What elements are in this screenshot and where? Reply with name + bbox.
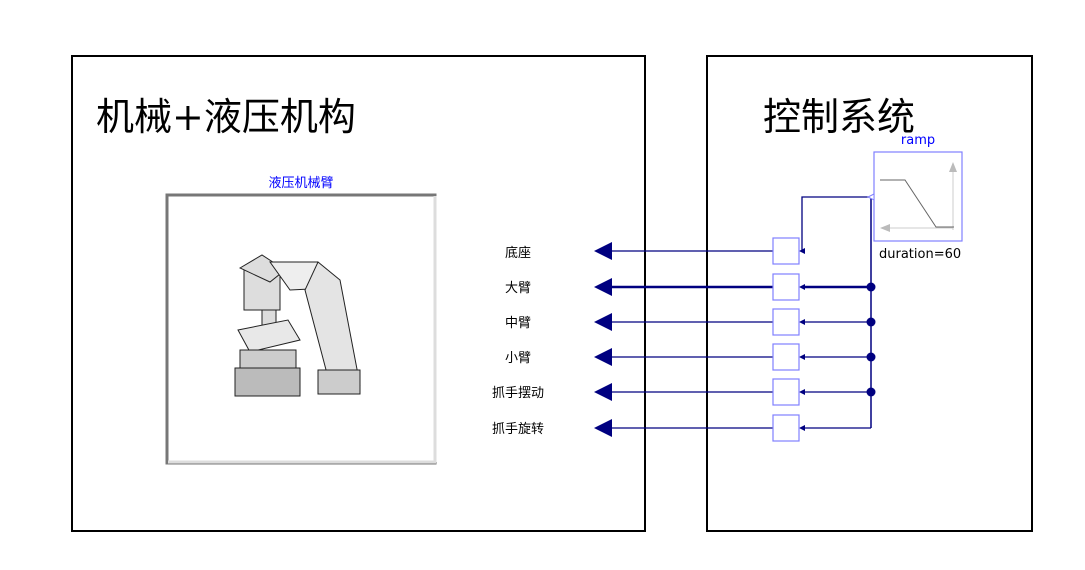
output-arrow-icon [594, 383, 612, 401]
output-arrow-icon [594, 313, 612, 331]
signal-block [772, 308, 800, 336]
input-arrow-heads [799, 248, 805, 431]
control-panel-title: 控制系统 [763, 95, 916, 139]
output-arrow-icon [594, 348, 612, 366]
ramp-parameter-label: duration=60 [879, 247, 962, 262]
hydraulic-arm-component[interactable] [165, 193, 437, 465]
output-arrow-icon [594, 278, 612, 296]
mechanical-panel-title: 机械+液压机构 [96, 95, 356, 139]
signal-block [772, 237, 800, 265]
control-panel-border [706, 55, 1033, 532]
signal-label-gripper-rotate: 抓手旋转 [491, 422, 545, 437]
signal-label-small-arm: 小臂 [504, 351, 532, 366]
output-arrow-icon [594, 242, 612, 260]
signal-label-gripper-swing: 抓手摆动 [491, 386, 545, 401]
connections [610, 196, 872, 429]
signal-block [772, 273, 800, 301]
signal-label-mid-arm: 中臂 [504, 316, 532, 331]
output-arrows[interactable] [594, 242, 612, 437]
mechanical-panel-border [71, 55, 646, 532]
output-arrow-icon [594, 419, 612, 437]
signal-block [772, 378, 800, 406]
junction-dots [866, 282, 876, 397]
gain-blocks[interactable] [772, 237, 800, 442]
signal-label-big-arm: 大臂 [504, 281, 532, 296]
signal-label-base: 底座 [504, 246, 532, 261]
signal-block [772, 343, 800, 371]
robot-arm-image [234, 254, 361, 397]
ramp-block[interactable] [866, 151, 963, 242]
signal-block [772, 414, 800, 442]
ramp-name-label: ramp [900, 133, 936, 148]
component-name-label: 液压机械臂 [268, 176, 334, 191]
